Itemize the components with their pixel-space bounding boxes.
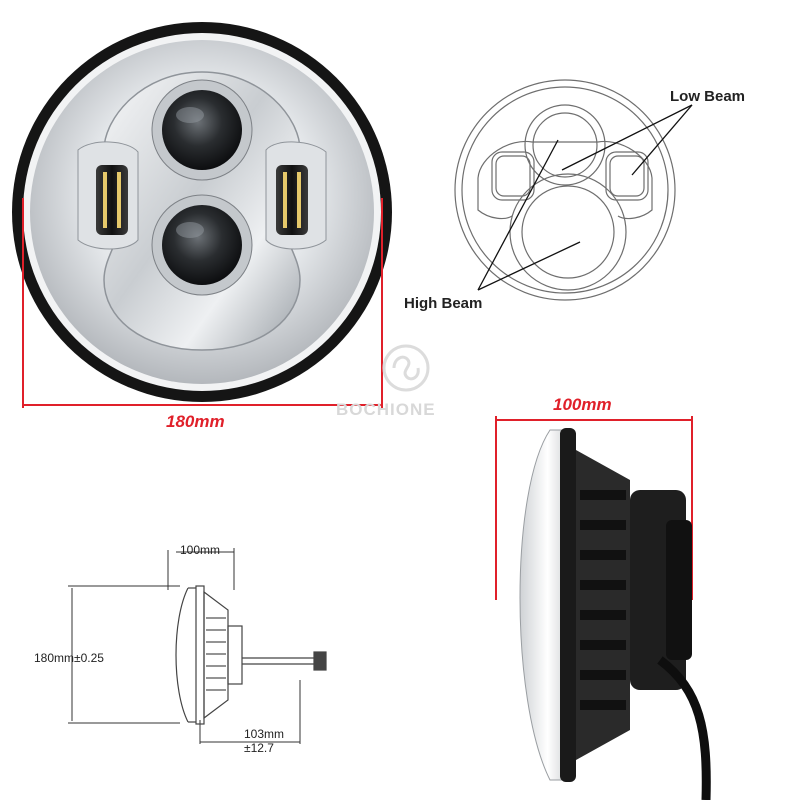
power-cable (657, 656, 711, 800)
headlight-side-view (495, 416, 711, 800)
top-dimension-label: 100mm (180, 543, 221, 557)
side-depth-label: 100mm (553, 395, 612, 414)
brand-watermark: BOCHIONE (336, 400, 436, 419)
left-led-module (96, 165, 128, 235)
beam-line-diagram (454, 79, 693, 301)
brand-logo-icon (382, 344, 430, 392)
bottom-dimension-label-2: ±12.7 (244, 741, 274, 755)
right-led-module (276, 165, 308, 235)
bottom-dimension-label-1: 103mm (244, 727, 285, 741)
headlight-front-view (12, 22, 392, 408)
high-beam-label: High Beam (404, 295, 483, 312)
high-beam-leader-1 (477, 139, 559, 291)
technical-drawing (68, 548, 327, 744)
low-beam-lens (162, 90, 242, 170)
low-beam-leader-2 (631, 104, 693, 176)
side-lens-dome (519, 429, 567, 781)
low-beam-label: Low Beam (670, 88, 746, 105)
high-beam-leader-2 (477, 241, 581, 291)
side-bezel (560, 428, 576, 782)
high-beam-lens (162, 205, 242, 285)
height-dimension-label: 180mm±0.25 (34, 651, 104, 665)
front-width-label: 180mm (166, 412, 225, 431)
low-beam-leader-1 (561, 104, 693, 171)
